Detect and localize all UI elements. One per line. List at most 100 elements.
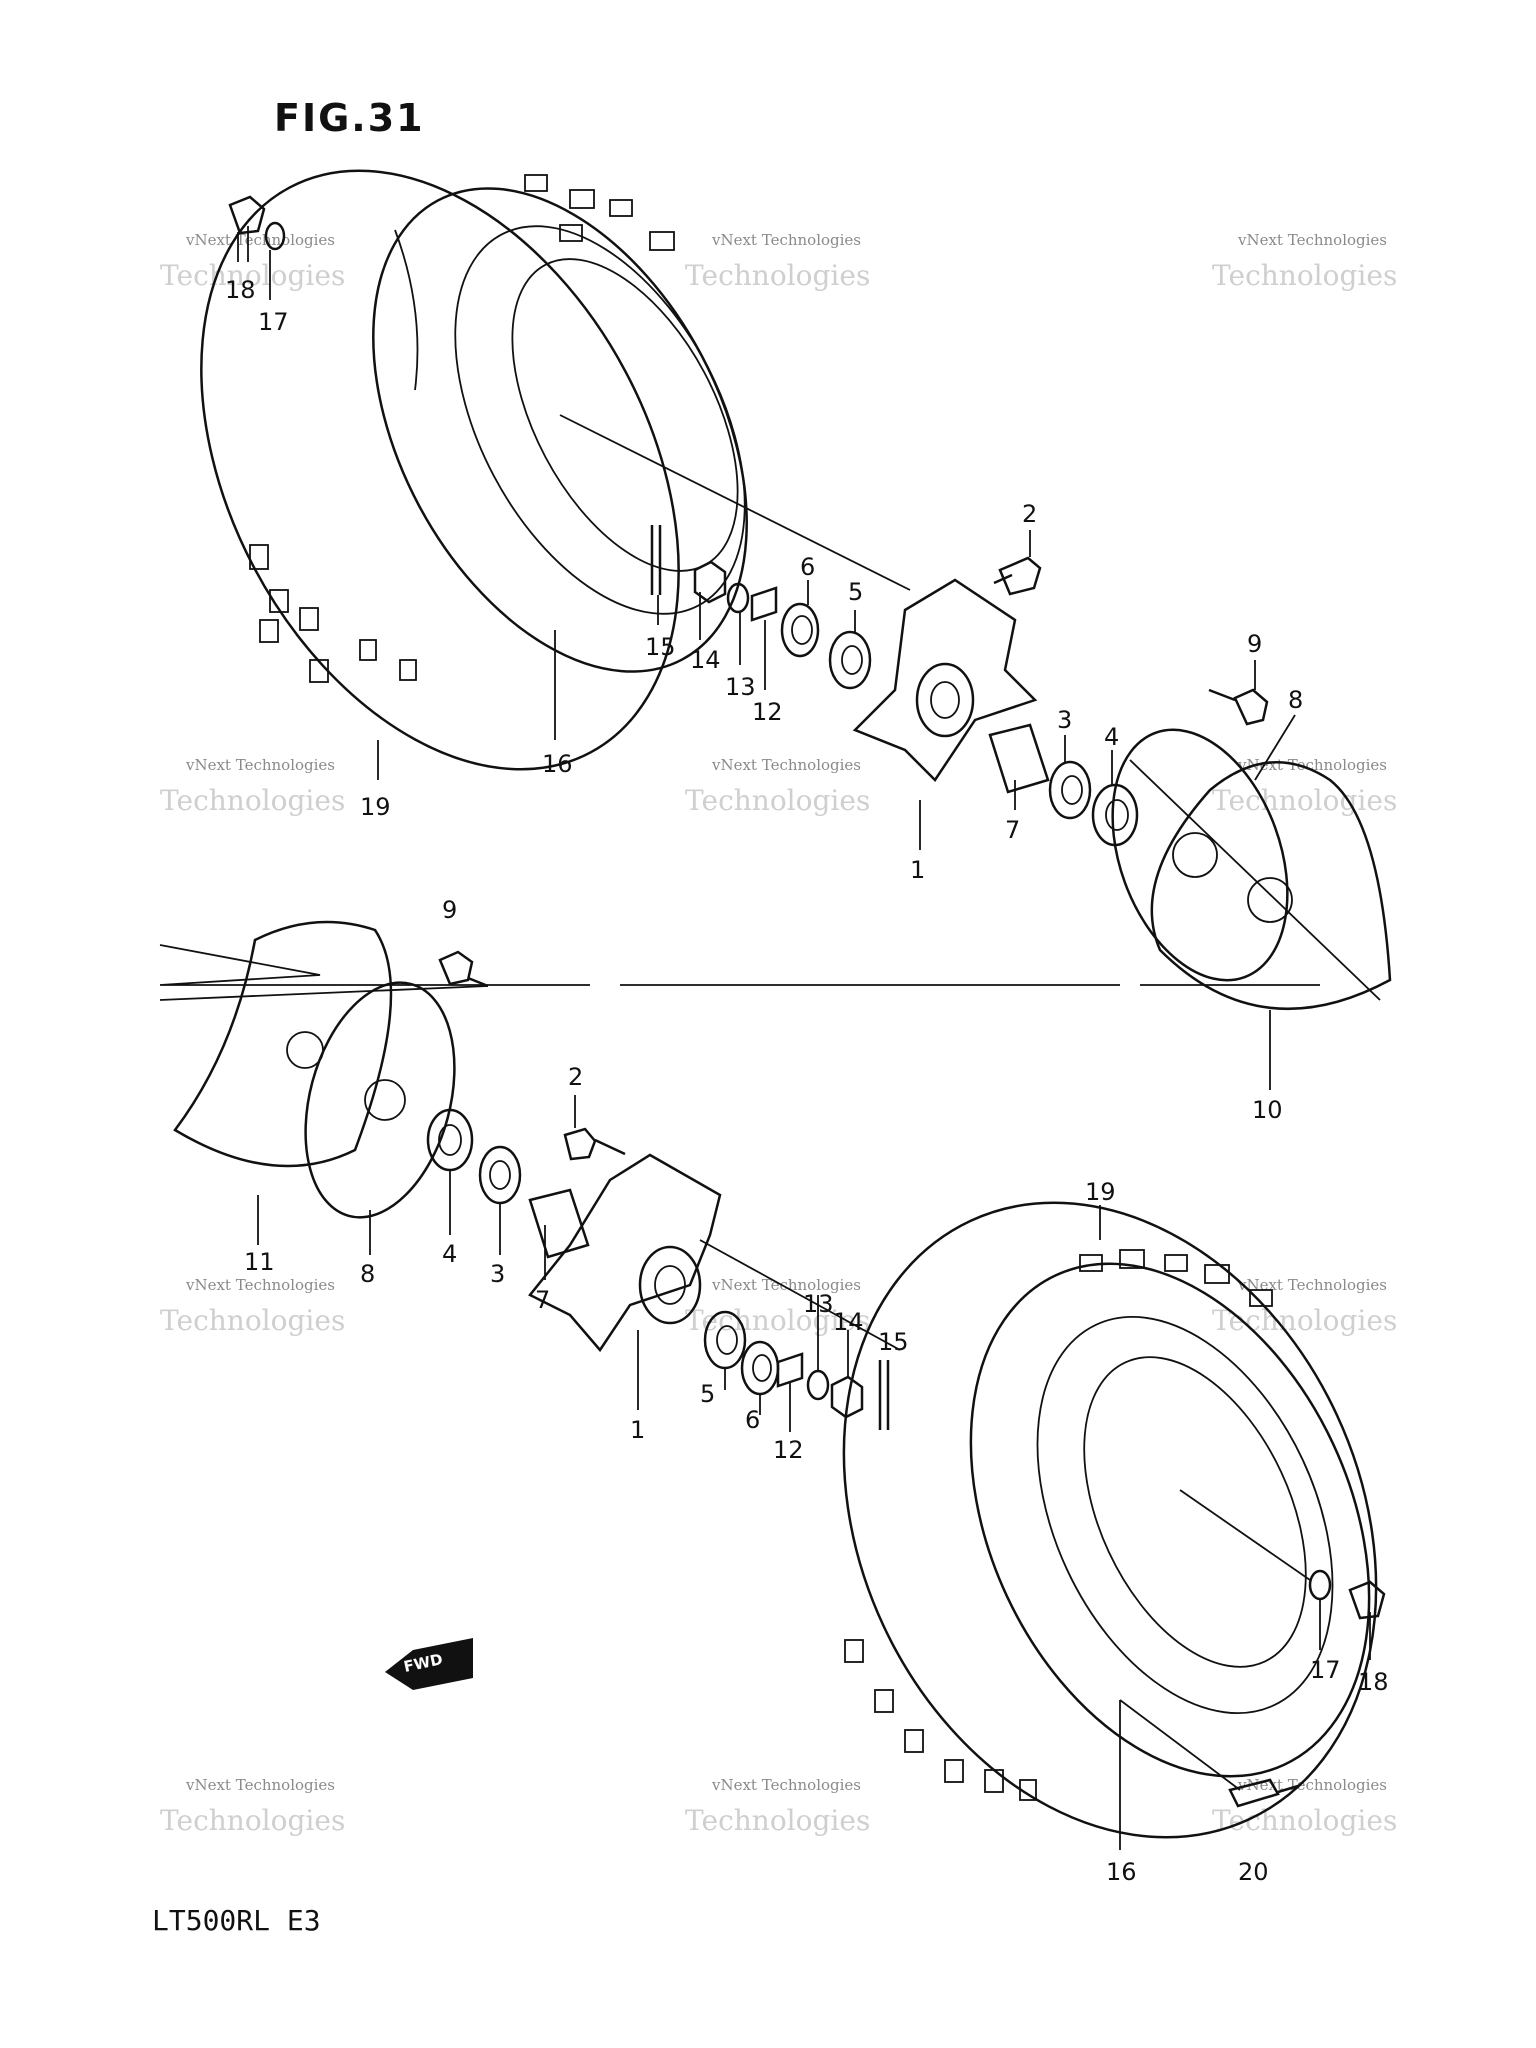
leader-lines xyxy=(247,226,1371,1660)
callout-6-top: 6 xyxy=(800,553,815,581)
callout-15-top: 15 xyxy=(645,633,676,661)
top-washer-13 xyxy=(726,582,750,614)
callout-13-top: 13 xyxy=(725,673,756,701)
callout-4-bottom: 4 xyxy=(442,1240,457,1268)
svg-text:Technologies: Technologies xyxy=(1212,784,1397,817)
bottom-washer-17 xyxy=(1308,1569,1332,1601)
callout-9-bottom: 9 xyxy=(442,896,457,924)
svg-text:vNext Technologies: vNext Technologies xyxy=(185,756,335,774)
svg-text:Technologies: Technologies xyxy=(685,259,870,292)
svg-text:vNext Technologies: vNext Technologies xyxy=(185,1776,335,1794)
callout-11-bottom: 11 xyxy=(244,1248,275,1276)
bottom-spacer-7 xyxy=(528,1188,590,1259)
callout-19-bottom: 19 xyxy=(1085,1178,1116,1206)
svg-text:Technologies: Technologies xyxy=(685,1304,870,1337)
callout-2-bottom: 2 xyxy=(568,1063,583,1091)
callout-7-top: 7 xyxy=(1005,816,1020,844)
callout-16-bottom: 16 xyxy=(1106,1858,1137,1886)
bottom-bearing-3 xyxy=(478,1145,522,1205)
callout-3-bottom: 3 xyxy=(490,1260,505,1288)
top-valve-stem-18 xyxy=(228,195,266,235)
bottom-disc-8 xyxy=(304,981,456,1219)
watermark-2: Technologies vNext Technologies xyxy=(685,231,870,292)
top-hub-1 xyxy=(852,578,1038,782)
fwd-arrow-icon: FWD xyxy=(385,1638,473,1690)
top-disc-cover-10 xyxy=(1150,761,1392,1011)
watermarks: Technologies vNext Technologies Technolog… xyxy=(160,231,1397,1837)
callout-8-bottom: 8 xyxy=(360,1260,375,1288)
callout-17-bottom: 17 xyxy=(1310,1656,1341,1684)
top-ref-line-1 xyxy=(1129,759,1381,1001)
callout-12-bottom: 12 xyxy=(773,1436,804,1464)
watermark-10: Technologies vNext Technologies xyxy=(160,1776,345,1837)
svg-text:Technologies: Technologies xyxy=(160,1304,345,1337)
top-bearing-3 xyxy=(1048,760,1092,820)
callout-6-bottom: 6 xyxy=(745,1406,760,1434)
callouts-bottom: 9 11 8 4 3 7 2 1 5 6 12 13 14 15 19 17 1… xyxy=(244,896,1389,1886)
svg-text:Technologies: Technologies xyxy=(1212,1304,1397,1337)
watermark-9: Technologies vNext Technologies xyxy=(1212,1276,1397,1337)
svg-text:vNext Technologies: vNext Technologies xyxy=(711,231,861,249)
watermark-1: Technologies vNext Technologies xyxy=(160,231,345,292)
callout-7-bottom: 7 xyxy=(535,1286,550,1314)
watermark-7: Technologies vNext Technologies xyxy=(160,1276,345,1337)
callout-4-top: 4 xyxy=(1104,723,1119,751)
svg-text:vNext Technologies: vNext Technologies xyxy=(185,1276,335,1294)
top-cotter-pin-15 xyxy=(650,525,662,595)
bottom-bearing-4 xyxy=(426,1108,474,1172)
callout-17-top: 17 xyxy=(258,308,289,336)
callout-5-bottom: 5 xyxy=(700,1380,715,1408)
callout-9-top: 9 xyxy=(1247,630,1262,658)
svg-text:vNext Technologies: vNext Technologies xyxy=(185,231,335,249)
watermark-6: Technologies vNext Technologies xyxy=(1212,756,1397,817)
top-disc-8 xyxy=(1111,728,1289,982)
callout-20-bottom: 20 xyxy=(1238,1858,1269,1886)
callout-10-top: 10 xyxy=(1252,1096,1283,1124)
bottom-hub-1 xyxy=(528,1153,722,1353)
bottom-bolt-2 xyxy=(563,1127,626,1161)
figure-title: FIG.31 xyxy=(274,96,425,140)
svg-text:Technologies: Technologies xyxy=(685,784,870,817)
callout-15-bottom: 15 xyxy=(878,1328,909,1356)
callouts-top: 18 17 19 16 15 14 13 12 6 5 2 1 7 3 4 9 … xyxy=(225,276,1303,1124)
top-nut-14 xyxy=(693,560,727,604)
callout-14-bottom: 14 xyxy=(833,1308,864,1336)
callout-5-top: 5 xyxy=(848,578,863,606)
bottom-washer-13 xyxy=(806,1369,830,1401)
top-bearing-6 xyxy=(780,602,820,658)
svg-text:Technologies: Technologies xyxy=(1212,259,1397,292)
bottom-bearing-6 xyxy=(740,1340,780,1396)
svg-text:Technologies: Technologies xyxy=(160,1804,345,1837)
top-bolt-9 xyxy=(1208,688,1269,726)
svg-text:vNext Technologies: vNext Technologies xyxy=(711,756,861,774)
top-bolt-2 xyxy=(993,556,1042,596)
bottom-spacer-12 xyxy=(776,1352,804,1388)
bottom-cotter-pin-15 xyxy=(878,1360,890,1430)
bottom-bolt-9 xyxy=(438,950,489,988)
bottom-valve-20 xyxy=(1228,1778,1299,1808)
top-bearing-5 xyxy=(828,630,872,690)
svg-text:vNext Technologies: vNext Technologies xyxy=(711,1776,861,1794)
svg-text:vNext Technologies: vNext Technologies xyxy=(1237,1276,1387,1294)
svg-text:vNext Technologies: vNext Technologies xyxy=(1237,756,1387,774)
top-spacer-12 xyxy=(750,586,778,622)
callout-12-top: 12 xyxy=(752,698,783,726)
bottom-valve-stem-18 xyxy=(1348,1580,1386,1620)
watermark-4: Technologies vNext Technologies xyxy=(160,756,345,817)
svg-text:Technologies: Technologies xyxy=(160,259,345,292)
svg-text:Technologies: Technologies xyxy=(160,784,345,817)
callout-2-top: 2 xyxy=(1022,500,1037,528)
callout-19-top: 19 xyxy=(360,793,391,821)
callout-3-top: 3 xyxy=(1057,706,1072,734)
callout-1-top: 1 xyxy=(910,856,925,884)
model-code: LT500RL E3 xyxy=(152,1904,321,1937)
svg-text:vNext Technologies: vNext Technologies xyxy=(711,1276,861,1294)
assembly-ref-line xyxy=(159,944,1320,986)
bottom-tire-19 xyxy=(842,1201,1378,1839)
svg-text:Technologies: Technologies xyxy=(1212,1804,1397,1837)
top-tire-19 xyxy=(200,169,748,771)
bottom-disc-cover-11 xyxy=(173,920,393,1168)
